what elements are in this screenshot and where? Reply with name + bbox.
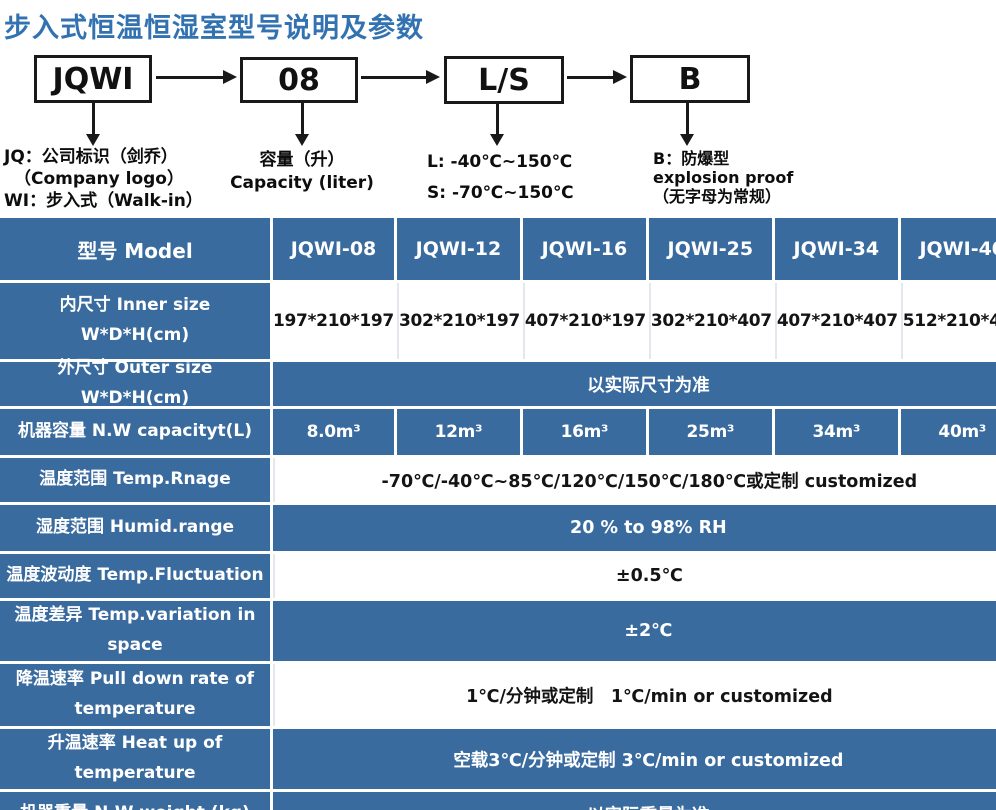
model-box-label: B	[678, 61, 702, 97]
value-cell: 40m³	[900, 409, 996, 455]
value-span: 以实际尺寸为准	[273, 362, 996, 406]
note-line: （无字母为常规）	[653, 187, 782, 206]
value-cell: 8.0m³	[273, 409, 394, 455]
column-header: JQWI-25	[648, 218, 772, 280]
model-box-explosion-proof: B	[630, 55, 750, 103]
row-label-inner-size: 内尺寸 Inner size W*D*H(cm)	[0, 283, 270, 359]
value-span: -70℃/-40℃~85℃/120℃/150℃/180℃或定制 customiz…	[273, 458, 996, 502]
value-span: 20 % to 98% RH	[273, 505, 996, 551]
note-line: B：防爆型	[653, 149, 730, 168]
column-header: JQWI-34	[774, 218, 898, 280]
note-line: JQ：公司标识（剑乔）	[4, 147, 178, 167]
value-cell: 25m³	[648, 409, 772, 455]
column-header-model: 型号 Model	[0, 218, 270, 280]
value-cell: 16m³	[522, 409, 646, 455]
value-cell: 512*210*407	[900, 283, 996, 359]
value-span: 以实际重量为准	[273, 792, 996, 810]
model-box-capacity: 08	[240, 57, 358, 103]
value-cell: 12m³	[396, 409, 520, 455]
value-span: 1℃/分钟或定制 1℃/min or customized	[273, 664, 996, 726]
value-cell: 302*210*197	[396, 283, 520, 359]
right-arrow-icon	[156, 70, 237, 84]
column-header: JQWI-12	[396, 218, 520, 280]
column-header: JQWI-40	[900, 218, 996, 280]
value-cell: 34m³	[774, 409, 898, 455]
value-cell: 407*210*197	[522, 283, 646, 359]
note-capacity: 容量（升） Capacity (liter)	[196, 149, 408, 195]
row-label-temp-variation: 温度差异 Temp.variation in space	[0, 601, 270, 661]
value-span: 空载3℃/分钟或定制 3℃/min or customized	[273, 729, 996, 789]
down-arrow-icon	[490, 101, 504, 146]
row-label-heat-up-rate: 升温速率 Heat up of temperature	[0, 729, 270, 789]
value-cell: 407*210*407	[774, 283, 898, 359]
down-arrow-icon	[680, 100, 694, 146]
value-cell: 302*210*407	[648, 283, 772, 359]
note-line: 容量（升）	[259, 150, 345, 170]
note-line: explosion proof	[653, 168, 794, 187]
model-box-jqwi: JQWI	[34, 55, 152, 103]
note-line: L: -40℃~150℃	[427, 152, 573, 172]
value-span: ±2℃	[273, 601, 996, 661]
down-arrow-icon	[295, 100, 309, 146]
model-box-label: JQWI	[52, 61, 134, 97]
row-label-temp-fluctuation: 温度波动度 Temp.Fluctuation	[0, 554, 270, 598]
row-label-pull-down-rate: 降温速率 Pull down rate of temperature	[0, 664, 270, 726]
right-arrow-icon	[361, 70, 440, 84]
down-arrow-icon	[86, 103, 100, 146]
row-label-capacity: 机器容量 N.W capacityt(L)	[0, 409, 270, 455]
page-title: 步入式恒温恒湿室型号说明及参数	[4, 13, 424, 44]
note-temp-range: L: -40℃~150℃ S: -70℃~150℃	[427, 147, 574, 209]
note-explosion-proof: B：防爆型 explosion proof （无字母为常规）	[653, 149, 793, 206]
model-box-label: L/S	[478, 62, 530, 98]
right-arrow-icon	[567, 70, 627, 84]
note-line: Capacity (liter)	[230, 173, 374, 193]
note-company-logo: JQ：公司标识（剑乔） （Company logo） WI：步入式（Walk-i…	[4, 146, 203, 212]
row-label-weight: 机器重量 N.W weight (kg)	[0, 792, 270, 810]
row-label-temp-range: 温度范围 Temp.Rnage	[0, 458, 270, 502]
column-header: JQWI-16	[522, 218, 646, 280]
column-header: JQWI-08	[273, 218, 394, 280]
model-box-label: 08	[278, 62, 320, 98]
row-label-humidity-range: 湿度范围 Humid.range	[0, 505, 270, 551]
row-label-outer-size: 外尺寸 Outer size W*D*H(cm)	[0, 358, 270, 408]
note-line: （Company logo）	[14, 169, 184, 189]
note-line: WI：步入式（Walk-in）	[4, 191, 203, 211]
value-span: ±0.5℃	[273, 554, 996, 598]
note-line: S: -70℃~150℃	[427, 183, 574, 203]
value-cell: 197*210*197	[273, 283, 394, 359]
model-box-temp-range: L/S	[444, 56, 564, 104]
spec-table: 型号 Model JQWI-08 JQWI-12 JQWI-16 JQWI-25…	[0, 218, 996, 810]
